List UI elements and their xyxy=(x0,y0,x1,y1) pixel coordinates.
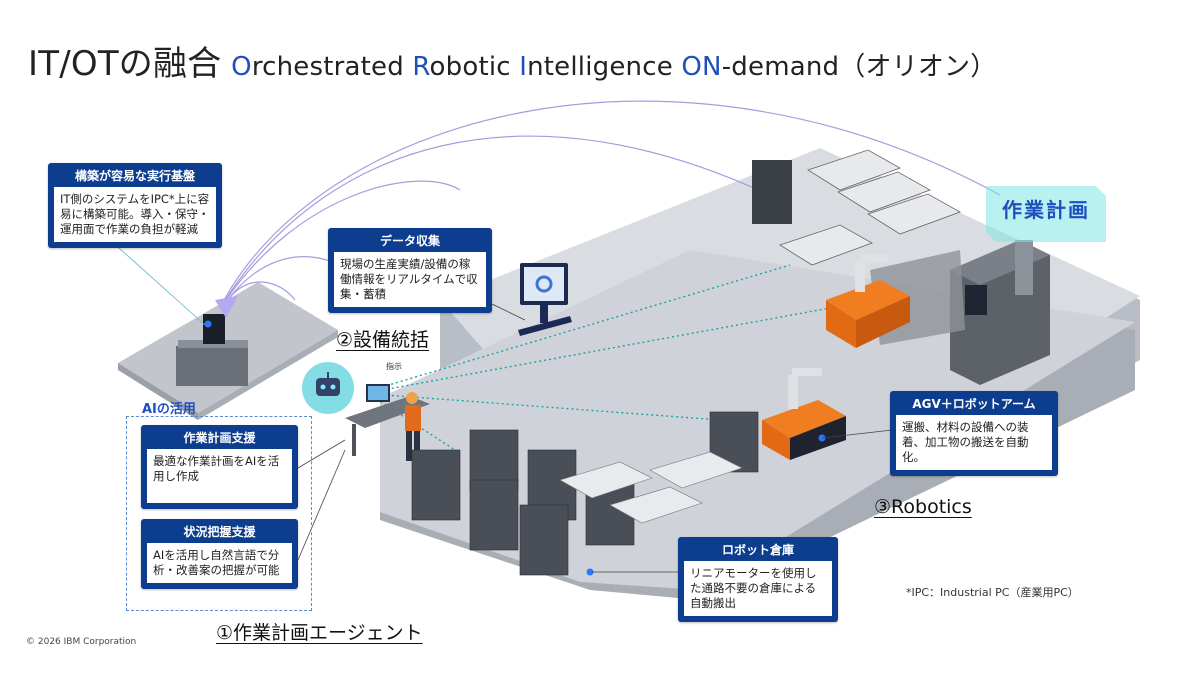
equipment-label: ②設備統括 xyxy=(336,329,430,351)
planning-support-card-body: 最適な作業計画をAIを活用し作成 xyxy=(147,449,292,503)
agv-card-header: AGV＋ロボットアーム xyxy=(912,397,1036,411)
robot-warehouse xyxy=(411,411,759,576)
monitor-stand xyxy=(518,263,572,336)
worker-workstation xyxy=(302,362,430,461)
agv-robot-lower xyxy=(762,368,846,460)
data-collection-card: データ収集 現場の生産実績/設備の稼働情報をリアルタイムで収集・蓄積 xyxy=(328,228,492,313)
agv-robot-upper xyxy=(826,255,910,348)
work-plan-sign: 作業計画 xyxy=(986,186,1106,242)
robot-warehouse-card-header: ロボット倉庫 xyxy=(721,543,794,557)
machine-tool xyxy=(870,240,1050,385)
connection-arcs xyxy=(215,100,1001,318)
instruction-label: 指示 xyxy=(386,362,402,371)
robot-warehouse-card: ロボット倉庫 リニアモーターを使用した通路不要の倉庫による自動搬出 xyxy=(678,537,838,622)
ai-use-heading: AIの活用 xyxy=(142,402,196,417)
platform-card-header: 構築が容易な実行基盤 xyxy=(74,169,195,183)
status-support-card-body: AIを活用し自然言語で分析・改善案の把握が可能 xyxy=(147,543,292,583)
platform-card-body: IT側のシステムをIPC*上に容易に構築可能。導入・保守・運用面で作業の負担が軽… xyxy=(54,187,216,242)
ai-use-group xyxy=(126,416,312,611)
status-support-card: 状況把握支援 AIを活用し自然言語で分析・改善案の把握が可能 xyxy=(141,519,298,589)
agv-card-body: 運搬、材料の設備への装着、加工物の搬送を自動化。 xyxy=(896,415,1052,470)
ipc-platform xyxy=(118,282,338,420)
data-collection-card-body: 現場の生産実績/設備の稼働情報をリアルタイムで収集・蓄積 xyxy=(334,252,486,307)
platform-card: 構築が容易な実行基盤 IT側のシステムをIPC*上に容易に構築可能。導入・保守・… xyxy=(48,163,222,248)
robotics-label: ③Robotics xyxy=(874,496,972,518)
agv-card: AGV＋ロボットアーム 運搬、材料の設備への装着、加工物の搬送を自動化。 xyxy=(890,391,1058,476)
status-support-card-header: 状況把握支援 xyxy=(183,525,256,539)
planning-support-card-header: 作業計画支援 xyxy=(183,431,256,445)
page-title: IT/OTの融合 Orchestrated Robotic Intelligen… xyxy=(28,44,997,84)
robot-warehouse-card-body: リニアモーターを使用した通路不要の倉庫による自動搬出 xyxy=(684,561,832,616)
footnote: *IPC：Industrial PC（産業用PC） xyxy=(906,586,1079,599)
agent-label: ①作業計画エージェント xyxy=(216,622,423,644)
ipc-device xyxy=(203,314,225,344)
upper-storage xyxy=(752,149,961,266)
planning-support-card: 作業計画支援 最適な作業計画をAIを活用し作成 xyxy=(141,425,298,509)
copyright: © 2026 IBM Corporation xyxy=(26,637,137,647)
data-collection-card-header: データ収集 xyxy=(379,234,440,248)
card-connectors xyxy=(297,303,893,573)
